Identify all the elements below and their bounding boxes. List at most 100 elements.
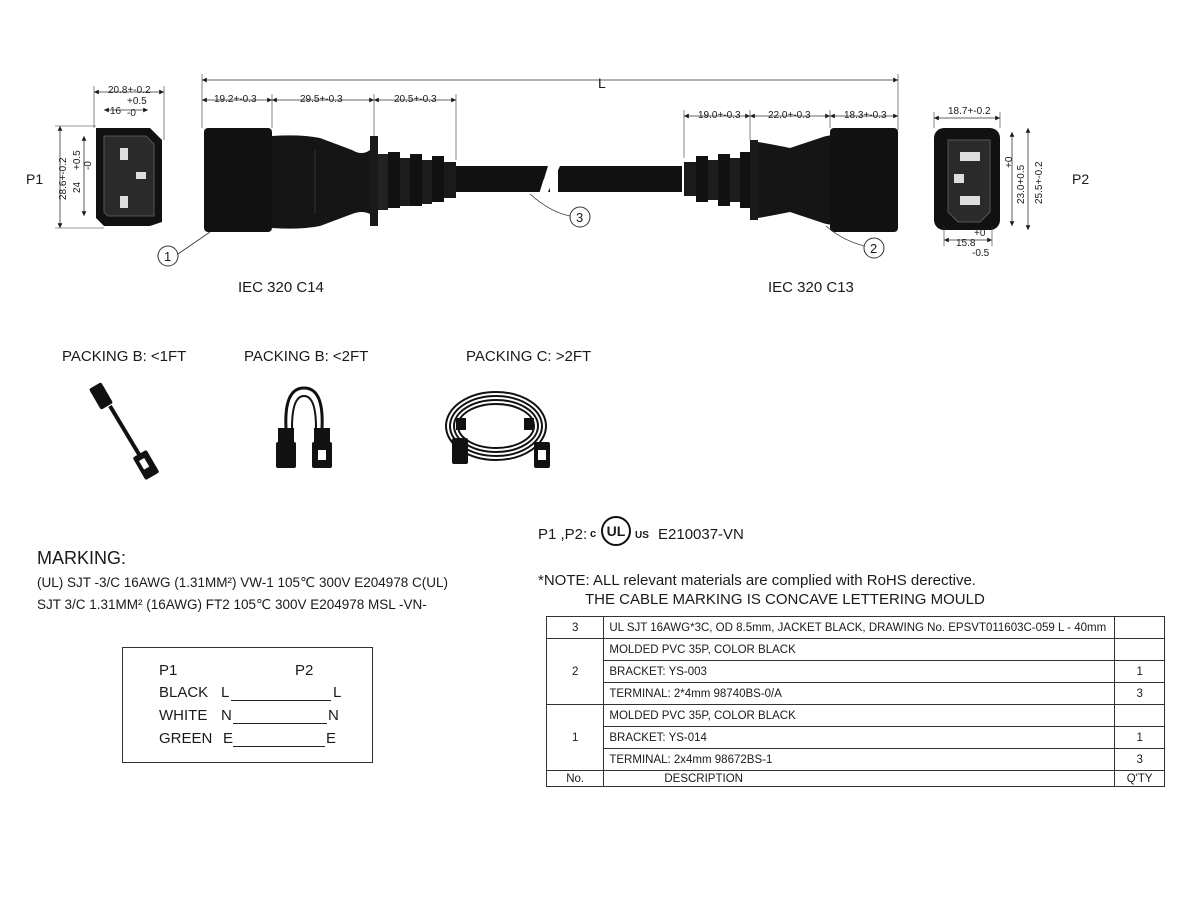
wiring-header-p2: P2 xyxy=(295,662,314,679)
callout-3-label: 3 xyxy=(576,210,583,225)
dim-p1-inner-height-tol-plus: +0.5 xyxy=(72,150,83,170)
dim-p1-inner: 16 xyxy=(110,106,122,117)
bom-desc: UL SJT 16AWG*3C, OD 8.5mm, JACKET BLACK,… xyxy=(603,616,1116,639)
wiring-header-p1: P1 xyxy=(159,662,178,679)
bom-desc: BRACKET: YS-003 xyxy=(603,660,1116,683)
table-row: BRACKET: YS-003 1 xyxy=(547,660,1165,683)
wiring-row-1-color: BLACK xyxy=(159,684,209,701)
packing-label-3: PACKING C: >2FT xyxy=(466,348,592,365)
packing-label-2: PACKING B: <2FT xyxy=(244,348,369,365)
wiring-row-2-right: N xyxy=(328,707,339,724)
packing-1-illustration xyxy=(89,382,159,480)
dim-c13-seg2: 22.0+-0.3 xyxy=(768,110,811,121)
dim-p2-bottom: 15.8 xyxy=(956,238,976,249)
packing-illustrations xyxy=(89,382,550,480)
dim-c13-seg3: 18.3+-0.3 xyxy=(844,110,887,121)
dim-p1-inner-tol-plus: +0.5 xyxy=(127,96,147,107)
dim-p2-bottom-tol-plus: +0 xyxy=(974,228,986,239)
dim-p2-width: 18.7+-0.2 xyxy=(948,106,991,117)
wiring-row-1-right: L xyxy=(333,684,342,701)
wiring-row-2-color: WHITE xyxy=(159,707,208,724)
table-row: TERMINAL: 2x4mm 98672BS-1 3 xyxy=(547,748,1165,771)
cable xyxy=(456,166,550,192)
cert-prefix: P1 ,P2: xyxy=(538,526,588,543)
bom-desc: BRACKET: YS-014 xyxy=(603,726,1116,749)
dim-overall-length: L xyxy=(598,75,606,91)
table-row: 1 MOLDED PVC 35P, COLOR BLACK xyxy=(545,704,1165,771)
connector-right-label: IEC 320 C13 xyxy=(768,279,854,296)
callout-2-label: 2 xyxy=(870,241,877,256)
p2-front-view xyxy=(933,112,1031,246)
callout-1-label: 1 xyxy=(164,249,171,264)
bom-footer-no: No. xyxy=(545,770,605,787)
ul-logo-text: UL xyxy=(606,523,626,539)
cert-us: US xyxy=(635,530,649,541)
bom-qty xyxy=(1114,704,1165,727)
table-footer-row: No. DESCRIPTION Q'TY xyxy=(545,770,1165,787)
packing-3-illustration xyxy=(445,391,550,468)
packing-2-illustration xyxy=(276,386,332,468)
marking-title: MARKING: xyxy=(37,548,127,568)
cert-c: c xyxy=(590,528,597,540)
label-p1: P1 xyxy=(26,171,43,187)
marking-line-1: (UL) SJT -3/C 16AWG (1.31MM²) VW-1 105℃ … xyxy=(37,575,449,590)
cable-drawing: 20.8+-0.2 16 +0.5 -0 28.6+-0.2 24 +0.5 -… xyxy=(26,74,1089,296)
wiring-row-1-left: L xyxy=(221,684,230,701)
dim-p2-h1-tol: +0 xyxy=(1004,156,1015,168)
table-row: BRACKET: YS-014 1 xyxy=(547,726,1165,749)
callout-3 xyxy=(529,193,591,228)
label-p2: P2 xyxy=(1072,171,1089,187)
callout-2 xyxy=(825,225,885,259)
table-row: TERMINAL: 2*4mm 98740BS-0/A 3 xyxy=(547,682,1165,705)
bom-desc: MOLDED PVC 35P, COLOR BLACK xyxy=(603,638,1116,661)
marking-line-2: SJT 3/C 1.31MM² (16AWG) FT2 105℃ 300V E2… xyxy=(37,597,427,612)
dim-c14-seg1: 19.2+-0.3 xyxy=(214,94,257,105)
bom-qty: 3 xyxy=(1114,748,1165,771)
bom-no: 2 xyxy=(545,638,605,705)
dim-p1-inner-height: 24 xyxy=(72,181,83,193)
dim-p1-inner-height-tol-minus: -0 xyxy=(83,161,94,170)
wiring-row-1-line xyxy=(231,700,331,701)
wiring-row-2-line xyxy=(233,723,327,724)
dim-p2-h2: 25.5+-0.2 xyxy=(1034,161,1045,204)
wiring-row-3-left: E xyxy=(223,730,234,747)
note-line-2: THE CABLE MARKING IS CONCAVE LETTERING M… xyxy=(585,591,985,608)
bom-qty xyxy=(1114,638,1165,661)
connector-left-label: IEC 320 C14 xyxy=(238,279,324,296)
wiring-box: P1 P2 BLACK L L WHITE N N GREEN E E xyxy=(122,647,373,763)
dim-c13-seg1: 19.0+-0.3 xyxy=(698,110,741,121)
wiring-row-3-right: E xyxy=(326,730,337,747)
bom-no: 3 xyxy=(545,616,605,639)
dim-p2-bottom-tol-minus: -0.5 xyxy=(972,248,990,259)
table-row: 3 UL SJT 16AWG*3C, OD 8.5mm, JACKET BLAC… xyxy=(545,616,1165,639)
dim-p1-height: 28.6+-0.2 xyxy=(58,157,69,200)
wiring-row-3-line xyxy=(233,746,325,747)
wiring-row-3-color: GREEN xyxy=(159,730,213,747)
c13-connector xyxy=(684,128,898,232)
packing-label-1: PACKING B: <1FT xyxy=(62,348,187,365)
bom-desc: TERMINAL: 2x4mm 98672BS-1 xyxy=(603,748,1116,771)
c14-connector xyxy=(204,128,456,232)
dim-p1-width: 20.8+-0.2 xyxy=(108,85,151,96)
note-line-1: *NOTE: ALL relevant materials are compli… xyxy=(538,572,976,589)
bom-footer-desc: DESCRIPTION xyxy=(603,770,1116,787)
dim-c14-seg2: 29.5+-0.3 xyxy=(300,94,343,105)
dim-p2-h1: 23.0+0.5 xyxy=(1016,164,1027,204)
dim-c14-seg3: 20.5+-0.3 xyxy=(394,94,437,105)
bom-qty: 1 xyxy=(1114,660,1165,683)
cert-number: E210037-VN xyxy=(658,526,744,543)
p1-front-view xyxy=(55,86,165,229)
bom-qty: 1 xyxy=(1114,726,1165,749)
ul-logo: UL xyxy=(601,516,631,546)
bom-table: 3 UL SJT 16AWG*3C, OD 8.5mm, JACKET BLAC… xyxy=(545,616,1165,787)
bom-qty xyxy=(1114,616,1165,639)
bom-desc: MOLDED PVC 35P, COLOR BLACK xyxy=(603,704,1116,727)
bom-desc: TERMINAL: 2*4mm 98740BS-0/A xyxy=(603,682,1116,705)
bom-no: 1 xyxy=(545,704,605,771)
bom-qty: 3 xyxy=(1114,682,1165,705)
bom-footer-qty: Q'TY xyxy=(1114,770,1165,787)
callout-1 xyxy=(157,231,211,267)
wiring-row-2-left: N xyxy=(221,707,232,724)
dim-p1-inner-tol-minus: -0 xyxy=(127,108,136,119)
table-row: 2 MOLDED PVC 35P, COLOR BLACK xyxy=(545,638,1165,705)
